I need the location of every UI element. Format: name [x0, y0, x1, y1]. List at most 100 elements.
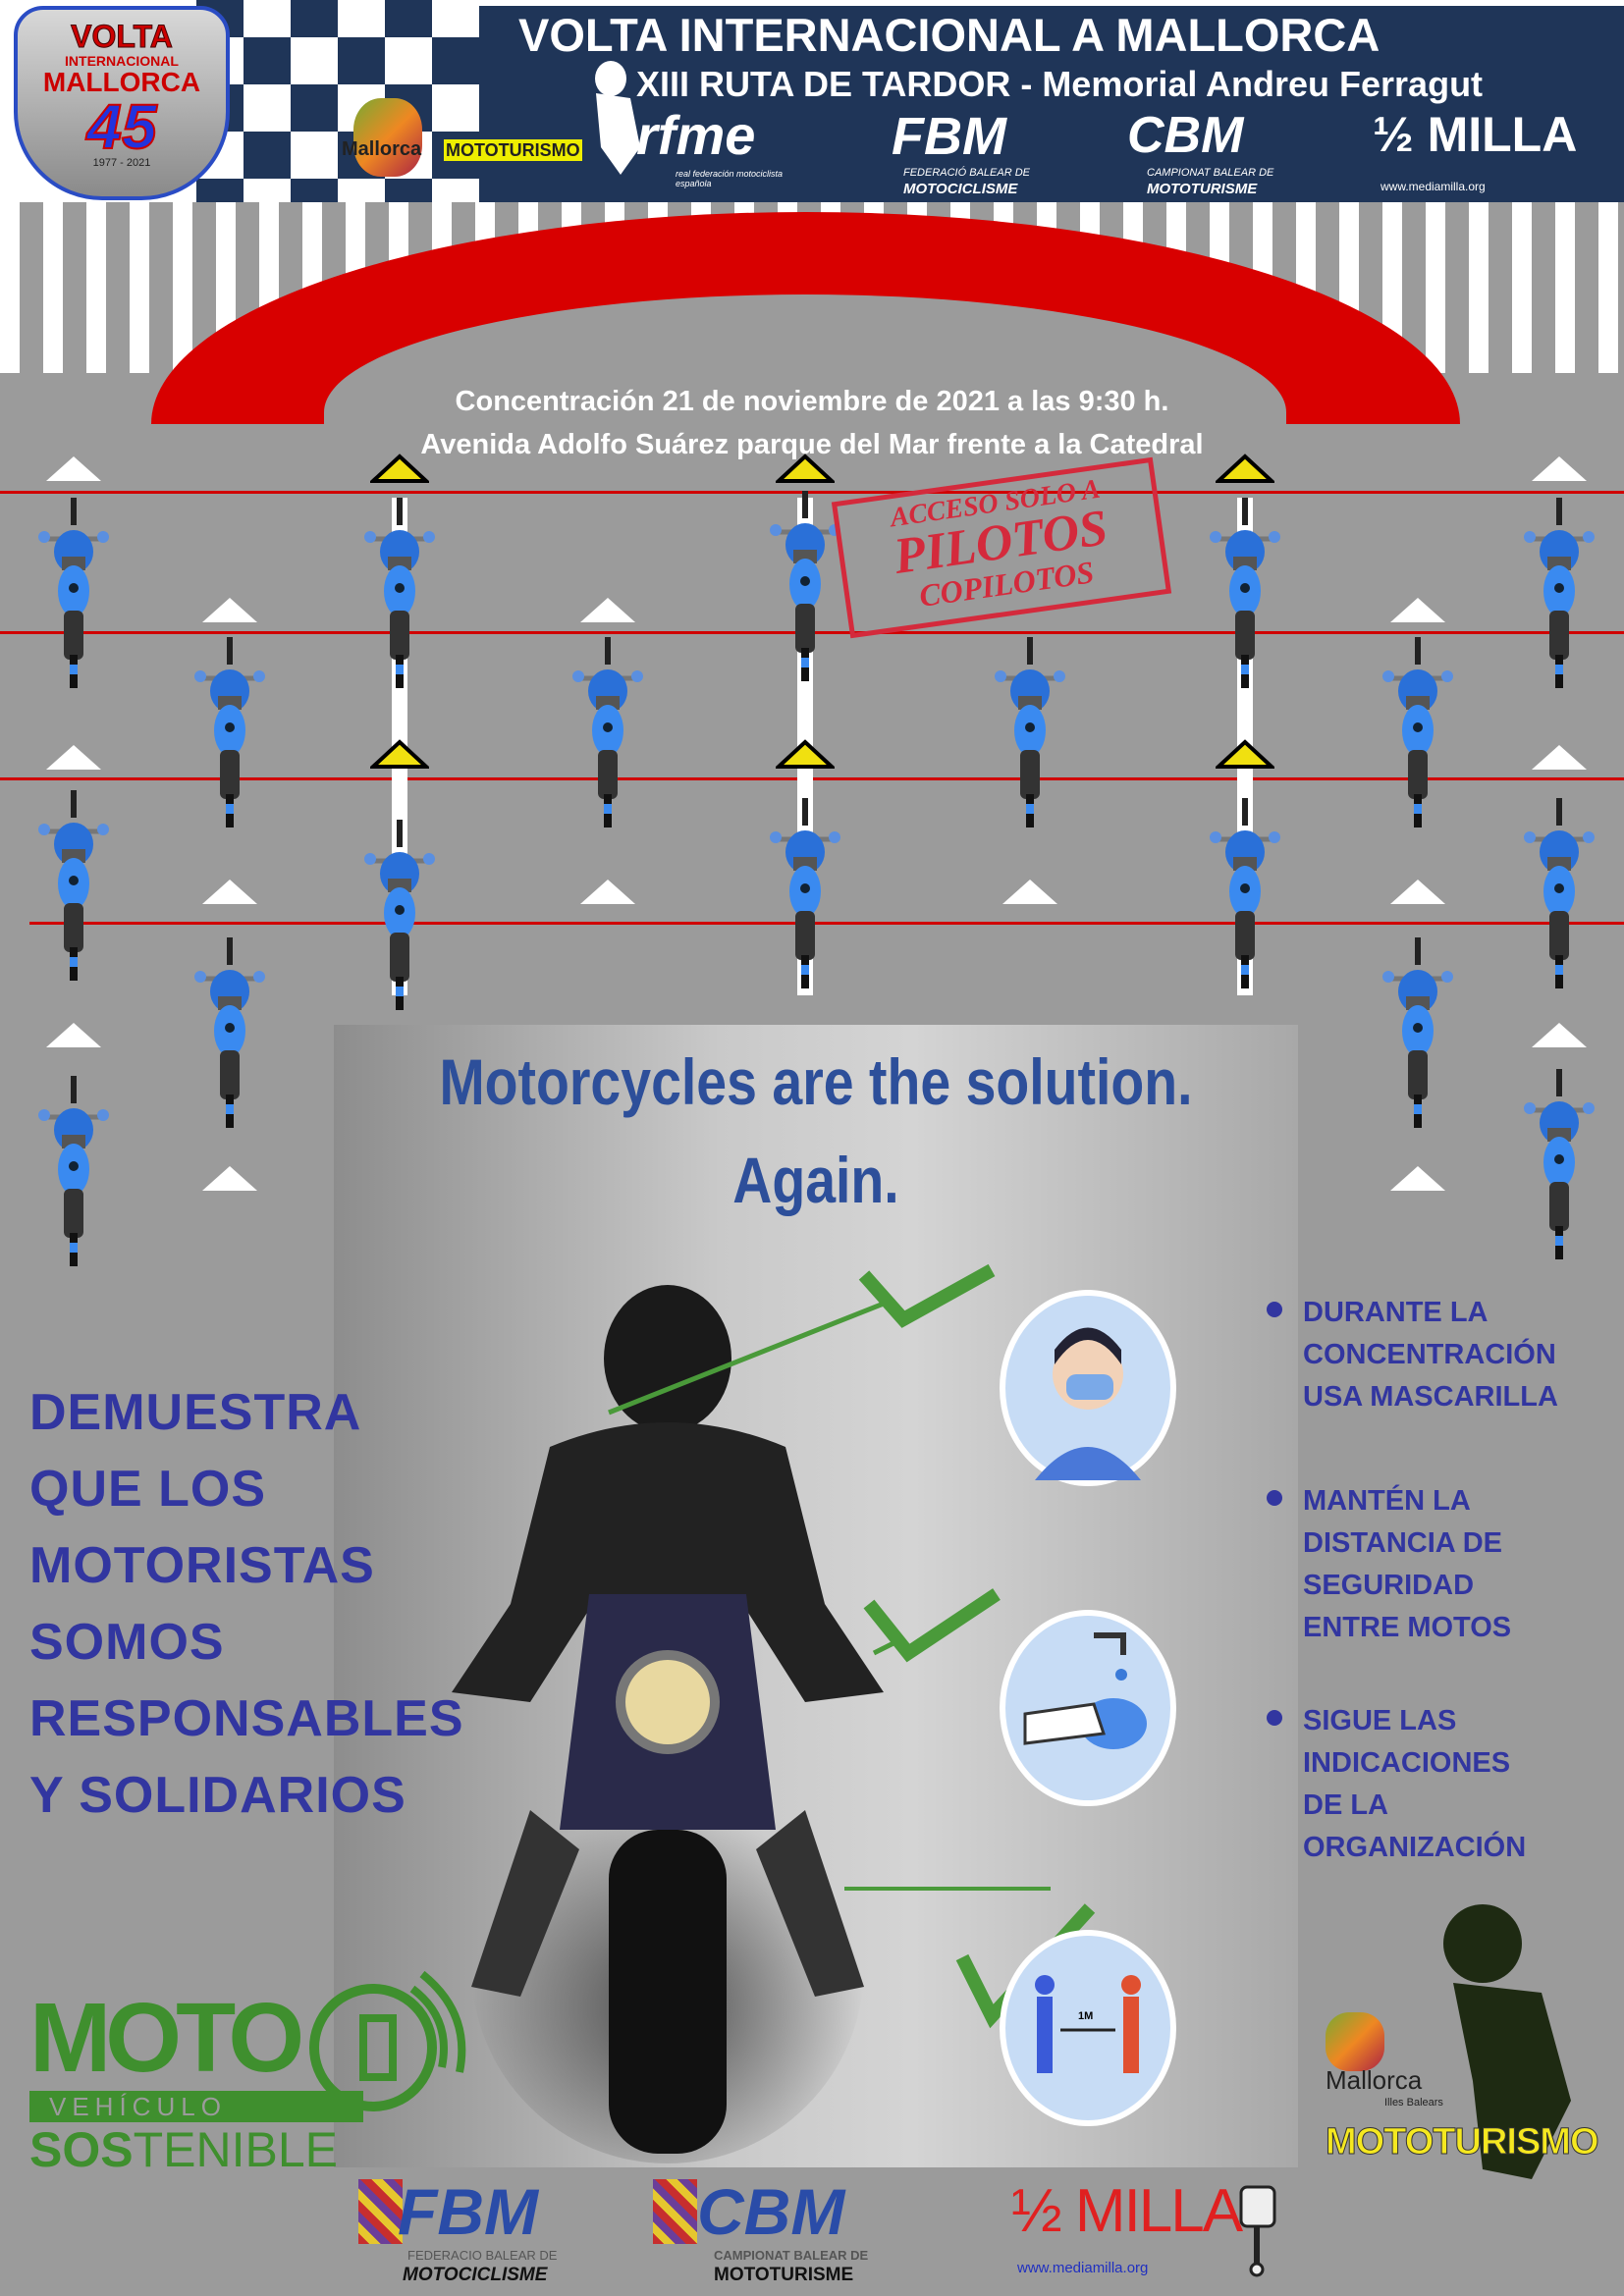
checker-square [244, 132, 291, 179]
yellow-triangle-icon [370, 454, 430, 483]
volta-45-logo: VOLTA INTERNACIONAL MALLORCA 45 1977 - 2… [14, 6, 230, 200]
rfme-logo: rfme [636, 104, 756, 166]
motorcycle-icon [364, 498, 436, 689]
white-triangle-icon [1001, 879, 1057, 904]
tenible-text: TENIBLE [133, 2122, 338, 2177]
white-triangle-icon [1389, 879, 1445, 904]
cbm-subtitle: CAMPIONAT BALEAR DE [1147, 167, 1274, 179]
motorcycle-icon [37, 1076, 109, 1267]
white-triangle-icon [45, 744, 101, 770]
footer-milla-logo: ½ MILLA www.mediamilla.org [1011, 2179, 1296, 2289]
logo-text: INTERNACIONAL [65, 53, 179, 69]
bullet-icon [1267, 1490, 1282, 1506]
white-triangle-icon [1532, 455, 1588, 481]
milla-url: www.mediamilla.org [1380, 180, 1486, 193]
checkmarks [608, 1263, 1096, 2029]
moto-text: MOTO [29, 1983, 304, 2093]
mallorca-mark [1326, 2012, 1384, 2071]
rule-text: DURANTE LA CONCENTRACIÓN USA MASCARILLA [1303, 1297, 1558, 1413]
bullet-icon [1267, 1710, 1282, 1726]
mototurismo-text: MOTOTURISMO [1326, 2121, 1600, 2163]
mallorca-sub: Illes Balears [1384, 2097, 1443, 2109]
motorcycle-icon [1524, 797, 1596, 988]
mototurismo-logo-text: MOTOTURISMO [444, 139, 582, 161]
rider-silhouette-icon [595, 61, 640, 175]
rule-item: MANTÉN LA DISTANCIA DE SEGURIDAD ENTRE M… [1267, 1480, 1511, 1649]
campaign-photo: Motorcycles are the solution. Again. 1M [334, 1025, 1298, 2167]
motorcycle-icon [1524, 1068, 1596, 1259]
white-triangle-icon [202, 1166, 258, 1192]
yellow-triangle-icon [776, 738, 836, 769]
rule-text: MANTÉN LA DISTANCIA DE SEGURIDAD ENTRE M… [1303, 1485, 1512, 1643]
motorcycle-icon [1209, 498, 1280, 689]
message-line: RESPONSABLES [29, 1690, 464, 1747]
mallorca-mototurismo-logo: Mallorca Illes Balears MOTOTURISMO [1316, 1904, 1610, 2189]
white-triangle-icon [1532, 1022, 1588, 1047]
yellow-triangle-icon [1215, 454, 1274, 483]
message-line: MOTORISTAS [29, 1537, 375, 1594]
charging-station-icon [309, 1970, 466, 2111]
message-line: SOMOS [29, 1614, 225, 1671]
message-line: QUE LOS [29, 1461, 267, 1518]
white-triangle-icon [45, 1022, 101, 1047]
footer-fbm-logo: FBM FEDERACIO BALEAR DE MOTOCICLISME [358, 2179, 623, 2289]
logo-years: 1977 - 2021 [92, 157, 151, 169]
handwash-icon [1000, 1610, 1176, 1806]
logo-text: MALLORCA [42, 67, 201, 97]
checker-square [338, 37, 385, 84]
white-triangle-icon [1532, 744, 1588, 770]
cbm-logo: CBM [1127, 107, 1244, 164]
motorcycle-icon [571, 636, 643, 828]
motorcycle-icon [37, 790, 109, 982]
cbm-sub2: MOTOTURISME [714, 2265, 854, 2285]
checker-square [291, 84, 338, 132]
motorcycle-icon [994, 636, 1065, 828]
milla-logo: ½ MILLA [1373, 107, 1578, 162]
check-icon [863, 1588, 1001, 1663]
motorcycle-icon [1209, 797, 1280, 988]
left-message: DEMUESTRA QUE LOS MOTORISTAS SOMOS RESPO… [29, 1374, 464, 1834]
fbm-subtitle: FEDERACIÓ BALEAR DE [903, 167, 1030, 179]
photo-title: Motorcycles are the solution. [439, 1045, 1193, 1118]
rule-item: DURANTE LA CONCENTRACIÓN USA MASCARILLA [1267, 1292, 1558, 1418]
event-date: Concentración 21 de noviembre de 2021 a … [455, 386, 1169, 417]
mallorca-logo-mark [353, 98, 422, 177]
motorcycle-icon [770, 797, 841, 988]
distance-label: 1M [1078, 2010, 1094, 2022]
mask-icon [1000, 1290, 1176, 1486]
cbm-subtitle-2: MOTOTURISME [1147, 181, 1258, 197]
piston-mascot-icon [1239, 2185, 1276, 2277]
cbm-text: CBM [697, 2175, 845, 2248]
photo-subtitle: Again. [732, 1144, 899, 1216]
check-icon [858, 1263, 996, 1328]
checker-square [291, 179, 338, 202]
motorcyclist-image [452, 1285, 884, 2163]
access-stamp: ACCESO SOLO A PILOTOS COPILOTOS [831, 456, 1172, 639]
checker-square [196, 179, 244, 202]
motorcycle-icon [194, 636, 266, 828]
fbm-subtitle-2: MOTOCICLISME [903, 181, 1018, 197]
motorcycle-icon [1381, 936, 1453, 1128]
sos-text: SOS [29, 2122, 134, 2177]
logo-number: 45 [85, 91, 157, 162]
row-line [0, 491, 1624, 494]
motorcycle-icon [1524, 498, 1596, 689]
milla-url: www.mediamilla.org [1017, 2260, 1149, 2276]
white-triangle-icon [1389, 598, 1445, 623]
moto-sostenible-logo: MOTO VEHÍCULO SOSTENIBLE [29, 1959, 466, 2177]
row-line [29, 922, 1624, 925]
rfme-subtitle: real federación motociclista española [676, 169, 784, 189]
checker-square [244, 37, 291, 84]
fbm-sub2: MOTOCICLISME [403, 2265, 548, 2285]
white-triangle-icon [579, 879, 635, 904]
white-triangle-icon [202, 598, 258, 623]
milla-text: ½ MILLA [1011, 2177, 1243, 2245]
rider-silhouette-icon [1443, 1904, 1571, 2179]
checker-square [291, 0, 338, 37]
white-triangle-icon [579, 598, 635, 623]
yellow-triangle-icon [1215, 738, 1274, 769]
checker-flag-icon [358, 2179, 403, 2244]
yellow-triangle-icon [370, 738, 430, 769]
mallorca-logo-text: Mallorca [342, 138, 422, 160]
cbm-sub: CAMPIONAT BALEAR DE [714, 2248, 869, 2263]
